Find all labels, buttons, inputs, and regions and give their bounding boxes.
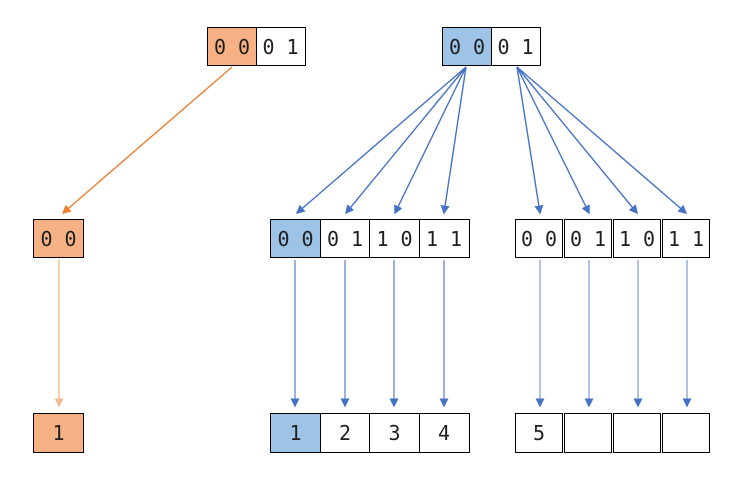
array-cell: 3 (369, 413, 420, 453)
array-cell (662, 413, 710, 453)
array-cell: 0 1 (255, 27, 306, 66)
array-cell: 0 1 (319, 219, 371, 258)
array-cell: 1 (270, 413, 321, 453)
array-cell: 1 0 (369, 219, 420, 258)
left-root-array: 0 0 0 1 (207, 27, 306, 66)
array-cell: 0 0 (207, 27, 257, 66)
array-cell: 0 0 (515, 219, 563, 258)
right-root-array: 0 0 0 1 (442, 27, 541, 66)
array-cell: 0 1 (490, 27, 541, 66)
array-cell: 0 0 (442, 27, 492, 66)
array-cell: 0 0 (270, 219, 321, 258)
array-cell: 1 1 (662, 219, 710, 258)
arrow-root01-to-cell10 (516, 66, 638, 215)
left-leaf-cell: 1 (33, 413, 84, 453)
arrow-root01-to-cell01 (516, 66, 590, 215)
array-cell: 4 (418, 413, 470, 453)
array-cell: 0 1 (564, 219, 612, 258)
right-leaf-left-array: 1 2 3 4 (270, 413, 470, 453)
right-leaf-right-array: 5 (515, 413, 710, 453)
array-cell: 5 (515, 413, 563, 453)
array-cell: 2 (319, 413, 371, 453)
arrow-root01-to-cell11 (516, 66, 688, 214)
right-node-left-array: 0 0 0 1 1 0 1 1 (270, 219, 470, 258)
array-cell (564, 413, 612, 453)
array-cell: 1 1 (418, 219, 470, 258)
array-cell (613, 413, 661, 453)
arrow-root00-to-cell01 (345, 66, 467, 215)
arrow-root00-to-cell11 (440, 66, 467, 215)
arrow-root00-to-cell00 (295, 66, 467, 214)
array-cell: 1 (33, 413, 84, 453)
array-cell: 0 0 (33, 219, 84, 258)
arrow-root01-to-cell00 (516, 66, 544, 215)
left-node-cell: 0 0 (33, 219, 84, 258)
array-cell: 1 0 (613, 219, 661, 258)
right-node-right-array: 0 0 0 1 1 0 1 1 (515, 219, 710, 258)
arrow-root00-to-cell10 (394, 66, 467, 215)
arrow-left-root-to-node (61, 66, 233, 214)
